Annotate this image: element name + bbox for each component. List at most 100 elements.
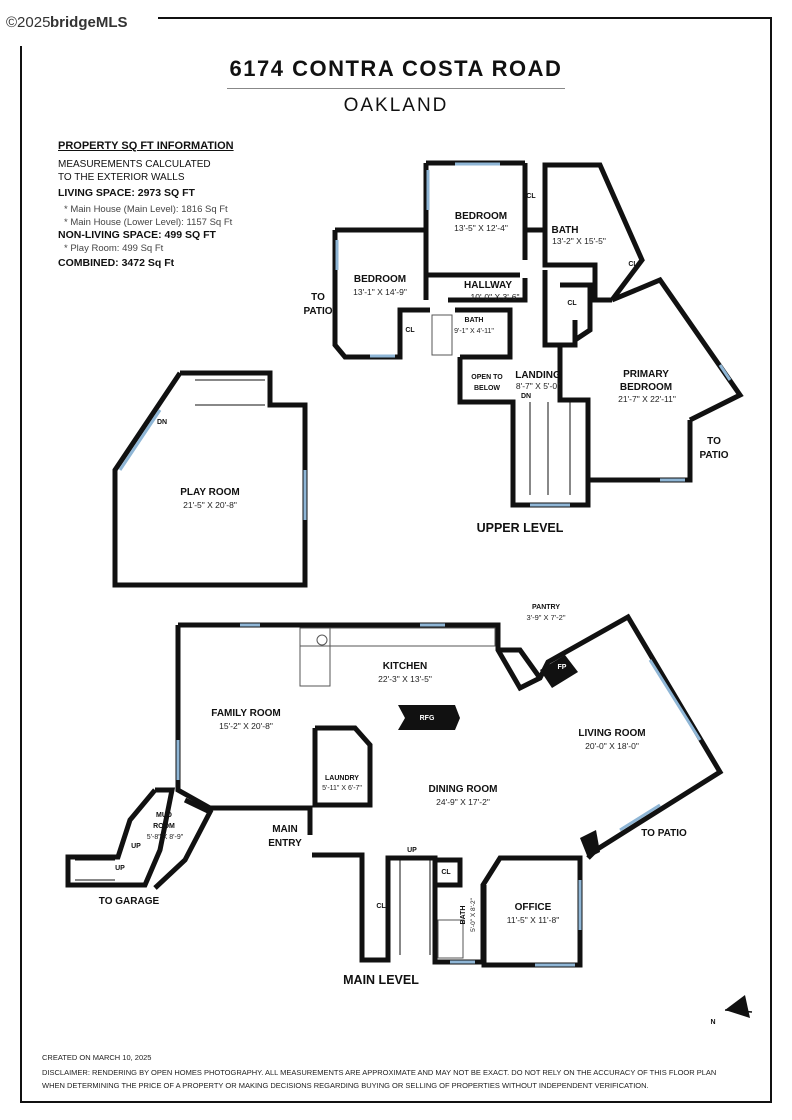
main-west-walls <box>175 625 313 835</box>
to-garage: TO GARAGE <box>99 896 160 907</box>
fireplace-icon <box>540 655 578 688</box>
pantry-dim: 3'-9" X 7'-2" <box>526 613 565 622</box>
fp-label: FP <box>558 664 567 671</box>
upper-cl-4: CL <box>405 327 415 334</box>
main-up-3: UP <box>115 865 125 872</box>
living-label: LIVING ROOM <box>578 728 645 739</box>
upper-bath2-dim: 9'-1" X 4'-11" <box>454 328 494 335</box>
pantry-label: PANTRY <box>532 604 560 611</box>
playroom-dim: 21'-5" X 20'-8" <box>183 500 237 510</box>
sqft-main-level: * Main House (Main Level): 1816 Sq Ft <box>64 204 228 215</box>
upper-hallway-walls <box>448 278 528 360</box>
upper-bedroom1-dim: 13'-5" X 12'-4" <box>454 223 508 233</box>
upper-bedroom1-label: BEDROOM <box>455 211 507 222</box>
upper-primary-walls <box>542 270 744 480</box>
upper-cl-2: CL <box>567 300 577 307</box>
sqft-living: LIVING SPACE: 2973 SQ FT <box>58 187 195 199</box>
page-frame <box>20 17 772 1103</box>
compass-n: N <box>710 1019 715 1026</box>
north-arrow-icon <box>724 995 753 1018</box>
property-city: OAKLAND <box>343 95 449 116</box>
upper-hallway-label: HALLWAY <box>464 280 512 291</box>
upper-patio-right-1: TO <box>707 436 721 447</box>
upper-bedroom2-label: BEDROOM <box>354 274 406 285</box>
brand-logo: bridgeMLS <box>50 14 128 31</box>
upper-level-title: UPPER LEVEL <box>477 521 564 535</box>
main-level-title: MAIN LEVEL <box>343 973 419 987</box>
upper-patio-left-2: PATIO <box>303 306 332 317</box>
family-dim: 15'-2" X 20'-8" <box>219 721 273 731</box>
sqft-play-room: * Play Room: 499 Sq Ft <box>64 243 164 254</box>
fireplace-right-icon <box>580 830 600 858</box>
living-dim: 20'-0" X 18'-0" <box>585 741 639 751</box>
open-below-2: BELOW <box>474 385 500 392</box>
upper-bedroom2-dim: 13'-1" X 14'-9" <box>353 287 407 297</box>
mls-watermark: ©2025 bridgeMLS <box>0 0 158 46</box>
family-label: FAMILY ROOM <box>211 708 280 719</box>
playroom-dn: DN <box>157 419 167 426</box>
fixtures <box>299 314 496 959</box>
main-laundry-walls <box>312 725 373 808</box>
office-dim: 11'-5" X 11'-8" <box>507 915 559 925</box>
title-divider <box>227 88 565 89</box>
upper-landing-label: LANDING <box>515 370 561 381</box>
mudroom-label-2: ROOM <box>153 823 175 830</box>
upper-bath2-label: BATH <box>465 317 484 324</box>
kitchen-appliances <box>398 655 600 858</box>
kitchen-label: KITCHEN <box>383 661 427 672</box>
kitchen-dim: 22'-3" X 13'-5" <box>378 674 432 684</box>
main-up-2: UP <box>131 843 141 850</box>
main-mudroom-walls <box>65 787 214 890</box>
main-pantry-walls <box>498 647 543 680</box>
disclaimer-line-1: DISCLAIMER: RENDERING BY OPEN HOMES PHOT… <box>42 1068 717 1077</box>
sqft-lower-level: * Main House (Lower Level): 1157 Sq Ft <box>64 217 233 228</box>
open-below-1: OPEN TO <box>471 374 503 381</box>
office-label: OFFICE <box>515 902 552 913</box>
upper-hallway-dim: 10'-0" X 3'-6" <box>471 292 520 302</box>
upper-cl-1: CL <box>526 193 536 200</box>
refrigerator-icon <box>398 705 460 730</box>
sqft-heading: PROPERTY SQ FT INFORMATION <box>58 140 234 152</box>
upper-patio-right-2: PATIO <box>699 450 728 461</box>
main-south-walls <box>312 848 598 968</box>
upper-bath1-walls <box>542 162 645 303</box>
sqft-note-2: TO THE EXTERIOR WALLS <box>58 172 185 183</box>
disclaimer-line-2: WHEN DETERMINING THE PRICE OF A PROPERTY… <box>42 1081 649 1090</box>
primary-label-1: PRIMARY <box>623 369 669 380</box>
main-bath-label: BATH <box>460 906 467 925</box>
main-cl-walls <box>435 857 463 888</box>
entry-label-1: MAIN <box>272 824 298 835</box>
main-bath-dim: 5'-0" X 8'-2" <box>470 897 477 932</box>
laundry-dim: 5'-11" X 6'-7" <box>322 785 362 792</box>
copyright-text: ©2025 <box>6 14 51 31</box>
entry-label-2: ENTRY <box>268 838 302 849</box>
main-to-patio: TO PATIO <box>641 828 687 839</box>
mudroom-label-1: MUD <box>156 812 172 819</box>
upper-patio-left-1: TO <box>311 292 325 303</box>
property-address: 6174 CONTRA COSTA ROAD <box>229 56 563 81</box>
mudroom-dim: 5'-8" X 8'-9" <box>147 834 184 841</box>
playroom-label: PLAY ROOM <box>180 487 239 498</box>
upper-dn: DN <box>521 393 531 400</box>
sqft-combined: COMBINED: 3472 Sq Ft <box>58 257 175 269</box>
main-cl-2: CL <box>441 869 451 876</box>
upper-closet-walls <box>560 282 593 343</box>
sqft-non-living: NON-LIVING SPACE: 499 SQ FT <box>58 229 216 241</box>
dining-dim: 24'-9" X 17'-2" <box>436 797 490 807</box>
upper-bath1-dim: 13'-2" X 15'-5" <box>552 236 606 246</box>
main-up-1: UP <box>407 847 417 854</box>
dining-label: DINING ROOM <box>429 784 498 795</box>
rfg-label: RFG <box>420 715 435 722</box>
sqft-info-block: PROPERTY SQ FT INFORMATION MEASUREMENTS … <box>58 140 234 270</box>
upper-bath1-label: BATH <box>551 225 578 236</box>
upper-cl-3: CL <box>628 261 638 268</box>
created-date: CREATED ON MARCH 10, 2025 <box>42 1053 152 1062</box>
primary-dim: 21'-7" X 22'-11" <box>618 394 676 404</box>
stairs <box>75 379 571 955</box>
main-cl-1: CL <box>376 903 386 910</box>
upper-landing-dim: 8'-7" X 5'-0" <box>516 381 560 391</box>
primary-label-2: BEDROOM <box>620 382 672 393</box>
laundry-label: LAUNDRY <box>325 775 359 782</box>
sqft-note-1: MEASUREMENTS CALCULATED <box>58 159 211 170</box>
